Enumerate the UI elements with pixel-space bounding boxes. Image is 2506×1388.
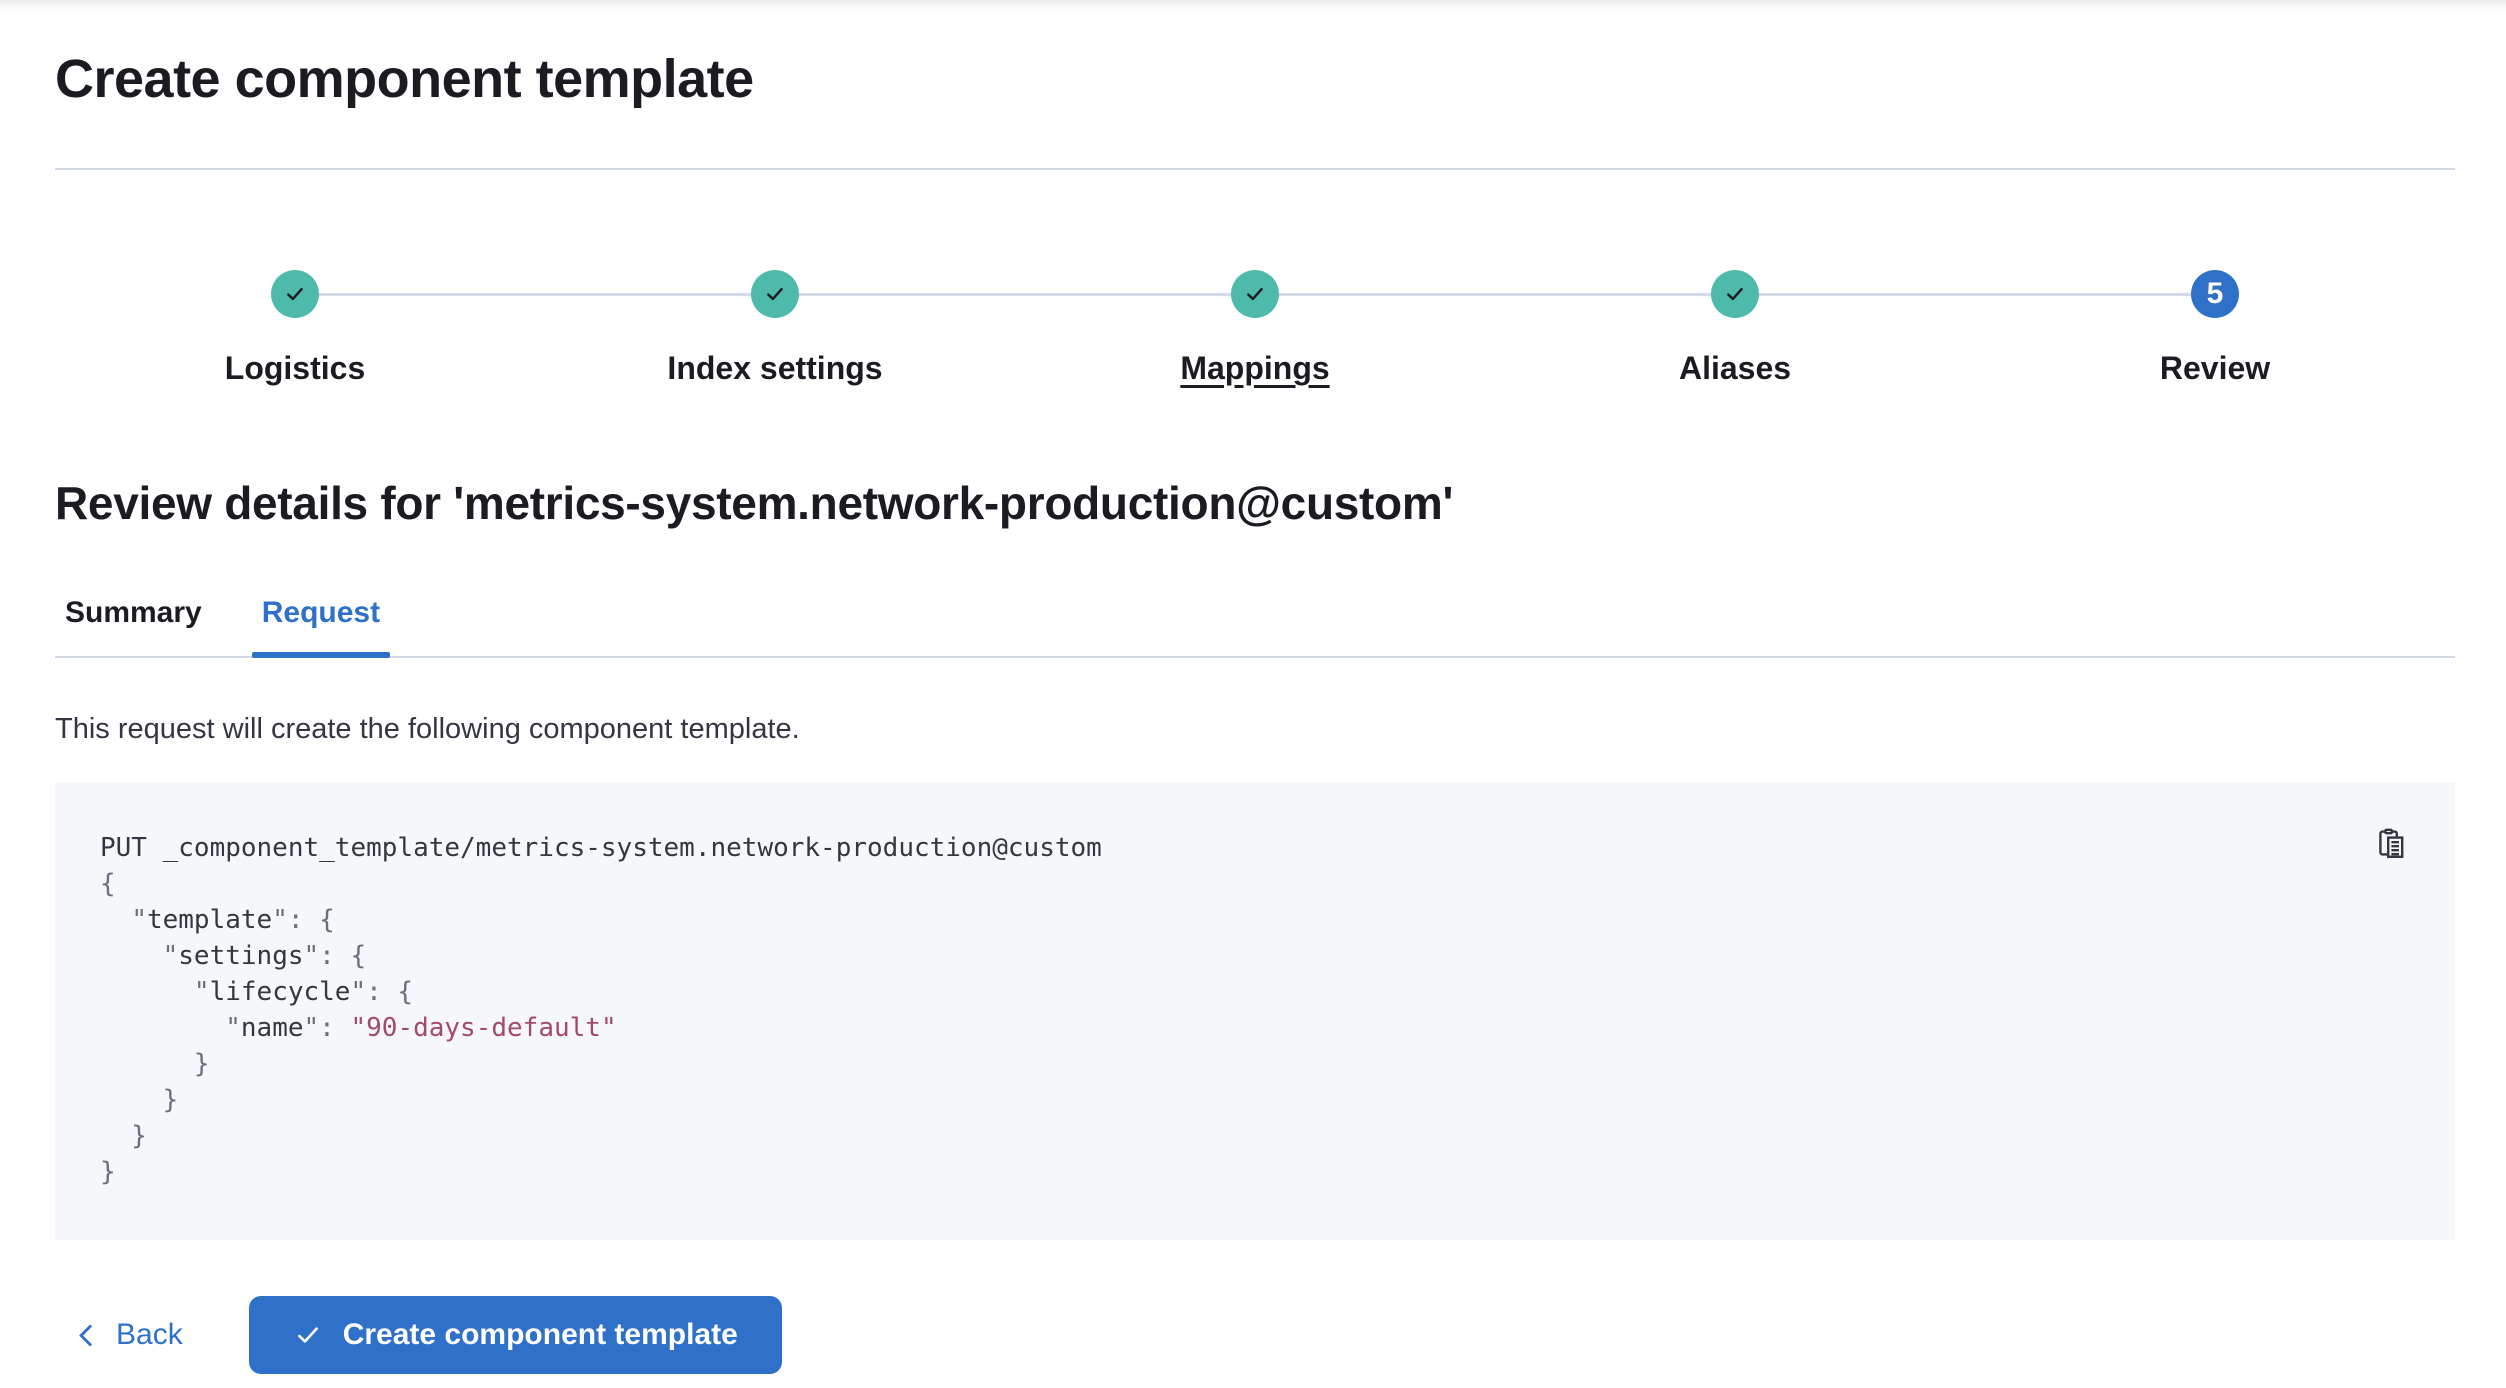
step-label: Logistics: [224, 350, 366, 386]
step-index-settings[interactable]: Index settings: [535, 270, 1015, 388]
step-mappings[interactable]: Mappings: [1015, 270, 1495, 388]
footer-actions: Back Create component template: [55, 1296, 2455, 1374]
step-complete-check-icon: [1231, 270, 1279, 318]
tab-request[interactable]: Request: [251, 594, 391, 658]
code-line: "template": {: [131, 905, 335, 935]
request-code-block: PUT _component_template/metrics-system.n…: [55, 782, 2455, 1240]
code-line: }: [100, 1157, 116, 1187]
step-label: Review: [2159, 350, 2271, 386]
back-button[interactable]: Back: [73, 1318, 183, 1352]
step-label: Aliases: [1678, 350, 1792, 386]
step-aliases[interactable]: Aliases: [1495, 270, 1975, 388]
back-button-label: Back: [116, 1318, 183, 1351]
top-edge-shading: [0, 0, 2506, 10]
code-line: {: [100, 869, 116, 899]
tabs: Summary Request: [55, 594, 2455, 658]
step-logistics[interactable]: Logistics: [55, 270, 535, 388]
tab-summary[interactable]: Summary: [65, 596, 202, 629]
page-title: Create component template: [55, 49, 754, 109]
code-line: }: [100, 1049, 210, 1079]
code-lines: PUT _component_template/metrics-system.n…: [100, 830, 2405, 1190]
step-label: Index settings: [667, 350, 883, 386]
step-complete-check-icon: [751, 270, 799, 318]
check-icon: [293, 1320, 323, 1350]
step-complete-check-icon: [1711, 270, 1759, 318]
code-line: }: [100, 1085, 179, 1115]
chevron-left-icon: [73, 1322, 100, 1349]
title-divider: [55, 168, 2455, 170]
create-component-template-button-label: Create component template: [342, 1318, 738, 1351]
request-description: This request will create the following c…: [55, 713, 800, 745]
review-heading: Review details for 'metrics-system.netwo…: [55, 477, 1454, 529]
code-line: "lifecycle": {: [193, 977, 414, 1007]
code-line: "name": "90-days-default": [225, 1013, 617, 1043]
create-component-template-page: Create component template Logistics Index…: [0, 46, 2506, 1374]
code-line: "settings": {: [162, 941, 367, 971]
code-line: PUT _component_template/metrics-system.n…: [100, 833, 1102, 863]
step-complete-check-icon: [271, 270, 319, 318]
step-label: Mappings: [1180, 350, 1330, 386]
step-number-badge: 5: [2191, 270, 2239, 318]
create-component-template-button[interactable]: Create component template: [248, 1296, 782, 1374]
copy-clipboard-icon[interactable]: [2371, 824, 2411, 864]
code-line: }: [100, 1121, 147, 1151]
